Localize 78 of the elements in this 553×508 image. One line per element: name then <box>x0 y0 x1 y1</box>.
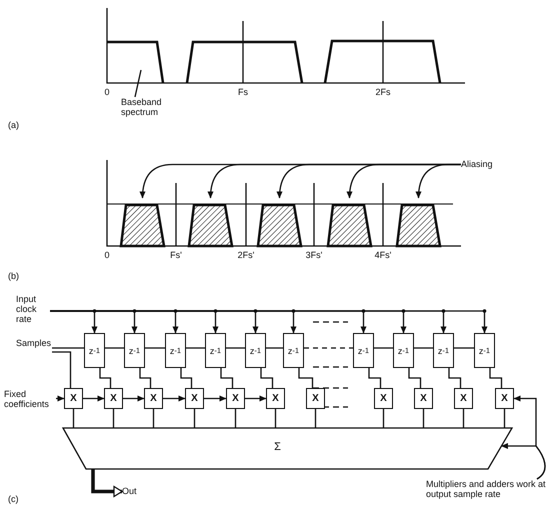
connector-line <box>298 368 314 388</box>
connector-line <box>489 368 502 388</box>
connector-line <box>145 347 165 349</box>
multiplier-block: X <box>374 388 393 409</box>
axis-tick-label: Fs' <box>170 250 182 260</box>
axis-tick-label: 0 <box>104 87 110 97</box>
panel-label: (a) <box>8 120 19 130</box>
multiplier-block: X <box>104 388 123 409</box>
arrow <box>416 164 461 198</box>
connector-line <box>52 351 72 388</box>
spectrum-band <box>396 204 441 247</box>
connector-line <box>422 409 424 428</box>
connector-line <box>112 409 114 428</box>
connector-line <box>105 347 124 349</box>
arrow <box>123 396 144 402</box>
adder-block: Σ <box>63 428 512 469</box>
connector-line <box>186 347 205 349</box>
connector-line <box>139 368 152 388</box>
arrow <box>245 396 266 402</box>
connector-line <box>226 347 245 349</box>
connector-line <box>72 409 74 428</box>
connector-line <box>99 368 112 388</box>
connector-line <box>314 409 316 428</box>
multiplier-block: X <box>144 388 163 409</box>
connector-line <box>180 368 192 388</box>
input-label: Fixed coefficients <box>4 389 56 411</box>
spectrum-band <box>257 204 302 247</box>
multiplier-block: X <box>64 388 83 409</box>
connector-line <box>52 347 84 349</box>
multiplier-block: X <box>185 388 204 409</box>
spectrum-band <box>107 42 165 84</box>
input-label: Input clock rate <box>16 294 50 326</box>
input-label: Samples <box>16 338 52 354</box>
callout-text: Baseband spectrum <box>121 97 167 119</box>
axis-tick-label: 0 <box>104 250 110 260</box>
connector-line <box>266 347 283 349</box>
arrow <box>204 396 226 402</box>
note-text: Multipliers and adders work at output sample rate <box>426 479 551 501</box>
arrow <box>91 469 123 498</box>
connector-line <box>368 368 382 388</box>
multiplier-block: X <box>226 388 245 409</box>
arrow <box>500 443 546 480</box>
connector-line <box>374 347 393 349</box>
connector-line <box>382 409 384 428</box>
connector-line <box>504 409 506 428</box>
arrow <box>56 396 64 402</box>
callout-text: Aliasing <box>461 159 497 170</box>
arrow <box>83 396 104 402</box>
axis-tick-label: Fs <box>238 87 248 97</box>
multiplier-block: X <box>414 388 433 409</box>
connector-line <box>152 409 154 428</box>
multiplier-block: X <box>306 388 325 409</box>
leader-line <box>134 70 142 98</box>
multiplier-block: X <box>495 388 514 409</box>
connector-line <box>234 409 236 428</box>
panel-label: (c) <box>8 494 18 504</box>
axis-tick-label: 2Fs' <box>238 250 254 260</box>
connector-line <box>448 368 462 388</box>
connector-line <box>260 368 274 388</box>
panel-label: (b) <box>8 271 19 281</box>
connector-line <box>414 347 433 349</box>
multiplier-block: X <box>266 388 285 409</box>
connector-line <box>274 409 276 428</box>
spectrum-band <box>327 204 372 247</box>
connector-line <box>220 368 234 388</box>
connector-line <box>304 347 353 349</box>
multiplier-block: X <box>454 388 473 409</box>
axis-tick-label: 4Fs' <box>374 250 392 260</box>
axis-tick-label: 3Fs' <box>306 250 322 260</box>
arrow <box>163 396 186 402</box>
connector-line <box>454 347 474 349</box>
spectrum-band <box>188 204 233 247</box>
axis-tick-label: 2Fs <box>376 87 390 97</box>
connector-line <box>194 409 196 428</box>
connector-line <box>462 409 464 428</box>
connector-line <box>408 368 422 388</box>
spectrum-band <box>120 204 165 247</box>
output-label: Out <box>122 486 142 497</box>
